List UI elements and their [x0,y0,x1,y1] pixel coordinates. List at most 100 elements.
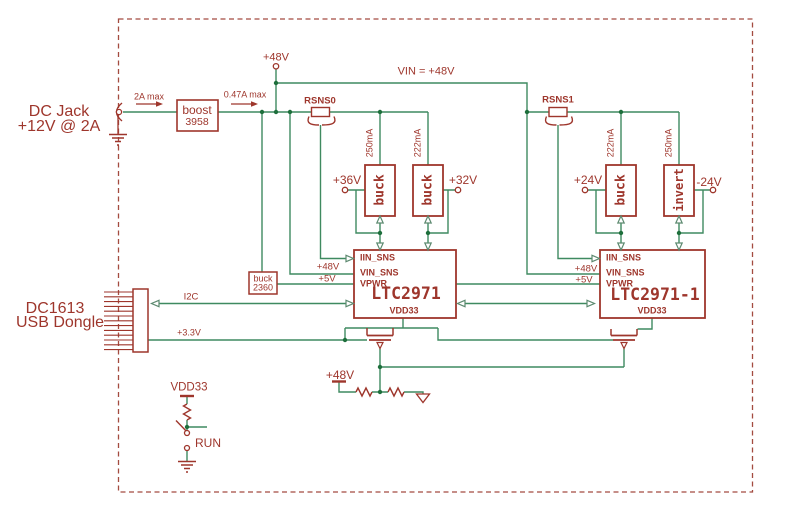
buck2360-box [248,271,278,295]
current-label-4: 250mA [663,128,674,158]
buck2-label: buck [420,174,436,206]
buck2-box [412,164,444,217]
terminal-32v [454,186,462,194]
mosfet1-symbol [366,328,394,350]
buck2360-label-2: 2360 [252,282,274,293]
out-n24v-label: -24V [696,175,722,189]
arrow-up-icon [616,214,626,224]
dongle-label-1: DC1613 [25,300,85,317]
arrow-right-icon [345,254,356,263]
wire-run [186,397,207,461]
wire-vdd33-1 [344,318,613,341]
arrow-right-icon [591,254,602,263]
out-24v-label: +24V [573,173,603,187]
wire-vin-48v [276,82,600,275]
boost-box [176,99,219,132]
terminal-36v [341,186,349,194]
junction-dots [184,80,682,430]
dongle-label-2: USB Dongle [15,314,105,331]
chip2-pin-vpwr: VPWR [606,278,633,289]
chip1-pin-vin: VIN_SNS [360,267,399,278]
rsns0-label: RSNS0 [304,95,336,107]
chip2-48v-label: +48V [574,263,598,275]
dc-jack-label-2: +12V @ 2A [17,118,101,135]
arrow-up-icon [375,214,385,224]
wire-vinsns1 [289,112,354,275]
wire-rsns1-sense [557,125,592,260]
chip1-pin-iin: IIN_SNS [360,252,396,263]
buck3-label: buck [613,174,629,206]
ground-triangle-icon [415,393,431,404]
current-label-2: 222mA [412,128,423,158]
mosfet2-symbol [610,329,638,350]
rail-48v-label: +48V [263,51,289,64]
terminal-48v [272,62,280,70]
bottom-48v-label: +48V [325,368,355,382]
wire-main-rail-left [218,111,429,165]
chip2-name: LTC2971-1 [610,284,700,304]
run-switch[interactable] [175,420,191,452]
arrow-down-icon [674,242,684,252]
arrow-right-icon [586,299,597,308]
chip2-5v-label: +5V [575,274,593,286]
resistor2 [387,386,405,398]
current-label-3: 222mA [605,128,616,158]
chip1-48v-label: +48V [316,261,340,273]
wire-mosfet-sources [379,348,625,392]
chip1-pin-vdd33: VDD33 [389,305,419,316]
arrow-down-icon [616,242,626,252]
v33-label: +3.3V [177,327,201,338]
run-label: RUN [195,436,221,450]
chip2-pin-vdd33: VDD33 [637,305,667,316]
chip2-pin-vin: VIN_SNS [606,267,645,278]
vdd33-rail-label: VDD33 [170,381,208,394]
dongle-connector [104,288,149,353]
arrow-right-icon [345,299,356,308]
buck2360-label-1: buck [253,273,273,284]
chip1-name: LTC2971 [371,283,441,303]
flow-out-label: 0.47A max [223,89,267,100]
flow-in-label: 2A max [133,91,165,102]
components [104,62,717,473]
dc-jack-symbol [115,102,123,134]
ltc2971-1-box [599,249,706,319]
vin-rail-label: VIN = +48V [397,65,455,78]
rsns1-label: RSNS1 [542,94,574,106]
arrow-up-icon [674,214,684,224]
buck1-label: buck [372,174,388,206]
out-32v-label: +32V [448,173,478,187]
board-boundary [117,18,754,493]
wire-rsns0-sense [319,125,346,260]
resistor-vdd33 [182,403,192,421]
chip2-pin-iin: IIN_SNS [606,252,642,263]
terminal-n24v [709,186,717,194]
buck3-box [605,164,637,217]
terminal-24v [581,186,589,194]
i2c-label: I2C [183,291,199,303]
invert-label: invert [672,168,686,212]
current-label-1: 250mA [364,128,375,158]
arrow-left-icon [149,299,160,308]
ltc2971-box [353,249,457,319]
arrow-left-icon [455,299,466,308]
wire-main-rail-right [527,111,680,165]
chip1-pin-vpwr: VPWR [360,278,387,289]
dc-jack-label-1: DC Jack [28,103,90,120]
boost-part-label: 3958 [185,115,209,128]
port-arrows [149,214,684,308]
wire-vdd33-2 [637,318,653,330]
arrow-down-icon [375,242,385,252]
arrow-up-icon [423,214,433,224]
arrow-down-icon [423,242,433,252]
ground-run-icon [178,460,196,473]
buck1-box [364,164,396,217]
boost-label: boost [182,103,212,117]
current-flow-arrows [136,101,258,107]
resistor1 [355,386,373,398]
ground-jack-icon [109,133,127,146]
rsns0-symbol [307,106,336,126]
chip1-5v-label: +5V [318,273,336,285]
rsns1-symbol [544,106,574,126]
